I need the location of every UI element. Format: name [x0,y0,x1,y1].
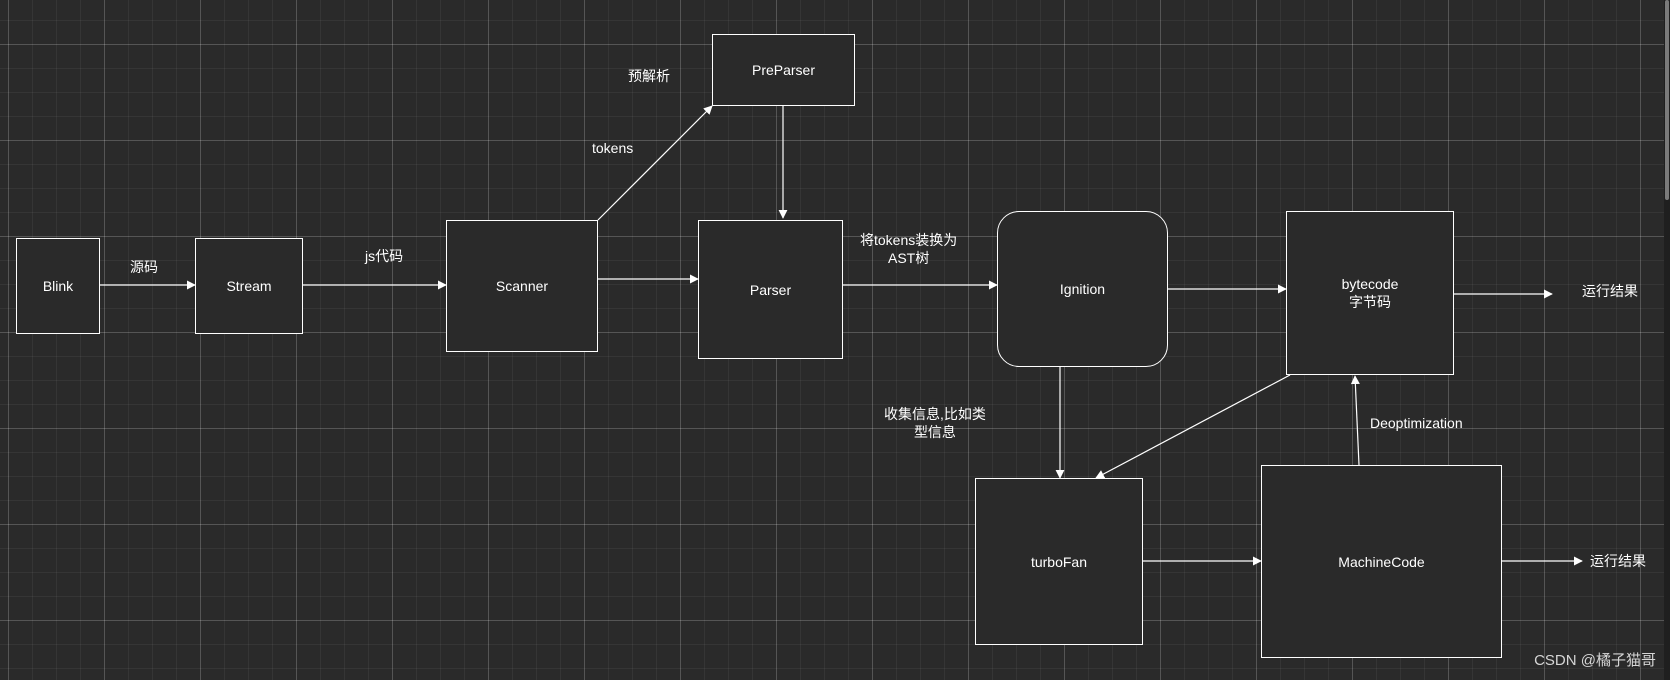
node-bytecode-label-en: bytecode [1341,276,1399,292]
node-bytecode[interactable]: bytecode 字节码 [1286,211,1454,375]
node-machinecode-label: MachineCode [1338,553,1425,570]
label-deoptimization: Deoptimization [1370,415,1463,431]
label-collect-info: 收集信息,比如类 型信息 [884,405,986,441]
node-stream[interactable]: Stream [195,238,303,334]
label-result-bottom: 运行结果 [1590,553,1646,569]
node-ignition-label: Ignition [1059,281,1106,297]
label-to-ast: 将tokens装换为 AST树 [860,231,957,267]
label-collect-info-line1: 收集信息,比如类 [884,406,986,422]
node-preparser-label: PreParser [751,62,816,78]
node-scanner-label: Scanner [495,278,549,294]
node-preparser[interactable]: PreParser [712,34,855,106]
node-machinecode[interactable]: MachineCode [1261,465,1502,658]
label-to-ast-line1: 将tokens装换为 [860,232,958,248]
node-ignition[interactable]: Ignition [997,211,1168,367]
node-turbofan[interactable]: turboFan [975,478,1143,645]
edge-scanner-preparser [597,105,713,221]
node-blink[interactable]: Blink [16,238,100,334]
node-parser[interactable]: Parser [698,220,843,359]
node-turbofan-label: turboFan [1030,553,1088,570]
label-tokens: tokens [592,140,634,156]
node-bytecode-label-cn: 字节码 [1349,294,1391,310]
label-to-ast-line2: AST树 [888,250,930,266]
label-source-code: 源码 [130,259,158,275]
node-blink-label: Blink [42,278,74,294]
label-collect-info-line2: 型信息 [913,424,956,440]
label-result-top: 运行结果 [1582,283,1638,299]
edge-bytecode-turbofan [1095,374,1291,479]
label-preparse: 预解析 [628,68,670,84]
node-stream-label: Stream [226,278,272,294]
node-scanner[interactable]: Scanner [446,220,598,352]
node-parser-label: Parser [749,281,792,298]
csdn-watermark: CSDN @橘子猫哥 [1534,652,1656,669]
scrollbar-thumb[interactable] [1665,0,1669,200]
vertical-scrollbar[interactable] [1664,0,1670,680]
edge-machinecode-bytecode [1350,375,1360,466]
label-js-code: js代码 [365,248,404,264]
